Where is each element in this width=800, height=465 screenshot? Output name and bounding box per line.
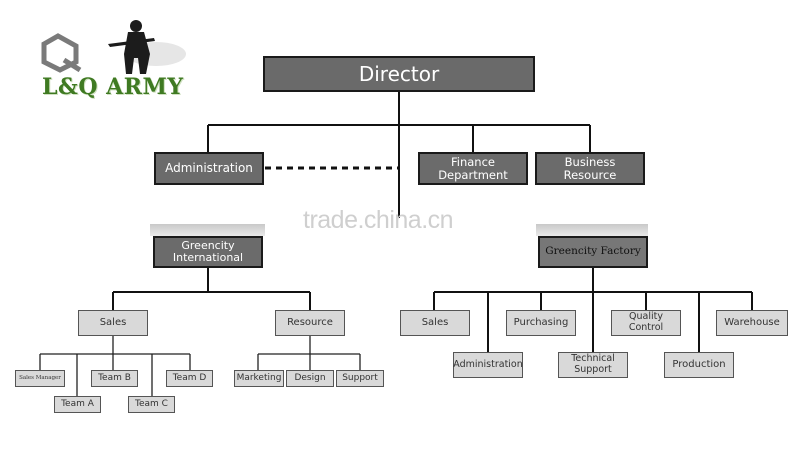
team-c-label: Team C [135,399,168,410]
support-box: Support [336,370,384,387]
intl-sales-label: Sales [99,317,127,329]
soldier-silhouette-icon [41,20,186,74]
intl-resource-box: Resource [275,310,345,336]
marketing-box: Marketing [234,370,284,387]
sales-manager-label: Sales Manager [19,375,61,382]
factory-quality-control-label: Quality Control [628,311,664,333]
administration-box: Administration [154,152,264,185]
logo-text: L&Q ARMY [42,74,184,100]
director-label: Director [358,61,440,86]
factory-sales-box: Sales [400,310,470,336]
business-resource-label: Business Resource [563,154,617,182]
watermark-text: trade.china.cn [303,206,454,234]
factory-purchasing-box: Purchasing [506,310,576,336]
greencity-factory-shade [536,224,648,236]
administration-label: Administration [165,160,253,175]
company-logo [36,14,196,104]
greencity-international-shade [150,224,265,236]
factory-production-box: Production [664,352,734,378]
finance-department-box: Finance Department [418,152,528,185]
factory-warehouse-box: Warehouse [716,310,788,336]
greencity-factory-label: Greencity Factory [545,245,641,258]
greencity-international-label: Greencity International [172,238,244,264]
sales-manager-box: Sales Manager [15,370,65,387]
factory-warehouse-label: Warehouse [724,317,780,329]
team-b-label: Team B [98,373,131,384]
business-resource-box: Business Resource [535,152,645,185]
team-d-label: Team D [172,373,207,384]
greencity-factory-box: Greencity Factory [538,236,648,268]
factory-administration-box: Administration [453,352,523,378]
greencity-international-box: Greencity International [153,236,263,268]
factory-technical-support-box: Technical Support [558,352,628,378]
factory-administration-label: Administration [453,358,523,370]
team-c-box: Team C [128,396,175,413]
factory-production-label: Production [672,359,726,371]
finance-department-label: Finance Department [438,154,508,182]
factory-quality-control-box: Quality Control [611,310,681,336]
support-label: Support [342,373,378,384]
team-d-box: Team D [166,370,213,387]
factory-purchasing-label: Purchasing [513,317,569,329]
factory-sales-label: Sales [421,317,449,329]
intl-resource-label: Resource [287,317,333,329]
marketing-label: Marketing [236,373,282,384]
design-label: Design [294,373,326,384]
design-box: Design [286,370,334,387]
team-b-box: Team B [91,370,138,387]
intl-sales-box: Sales [78,310,148,336]
team-a-box: Team A [54,396,101,413]
director-box: Director [263,56,535,92]
team-a-label: Team A [61,399,94,410]
factory-technical-support-label: Technical Support [571,353,615,375]
